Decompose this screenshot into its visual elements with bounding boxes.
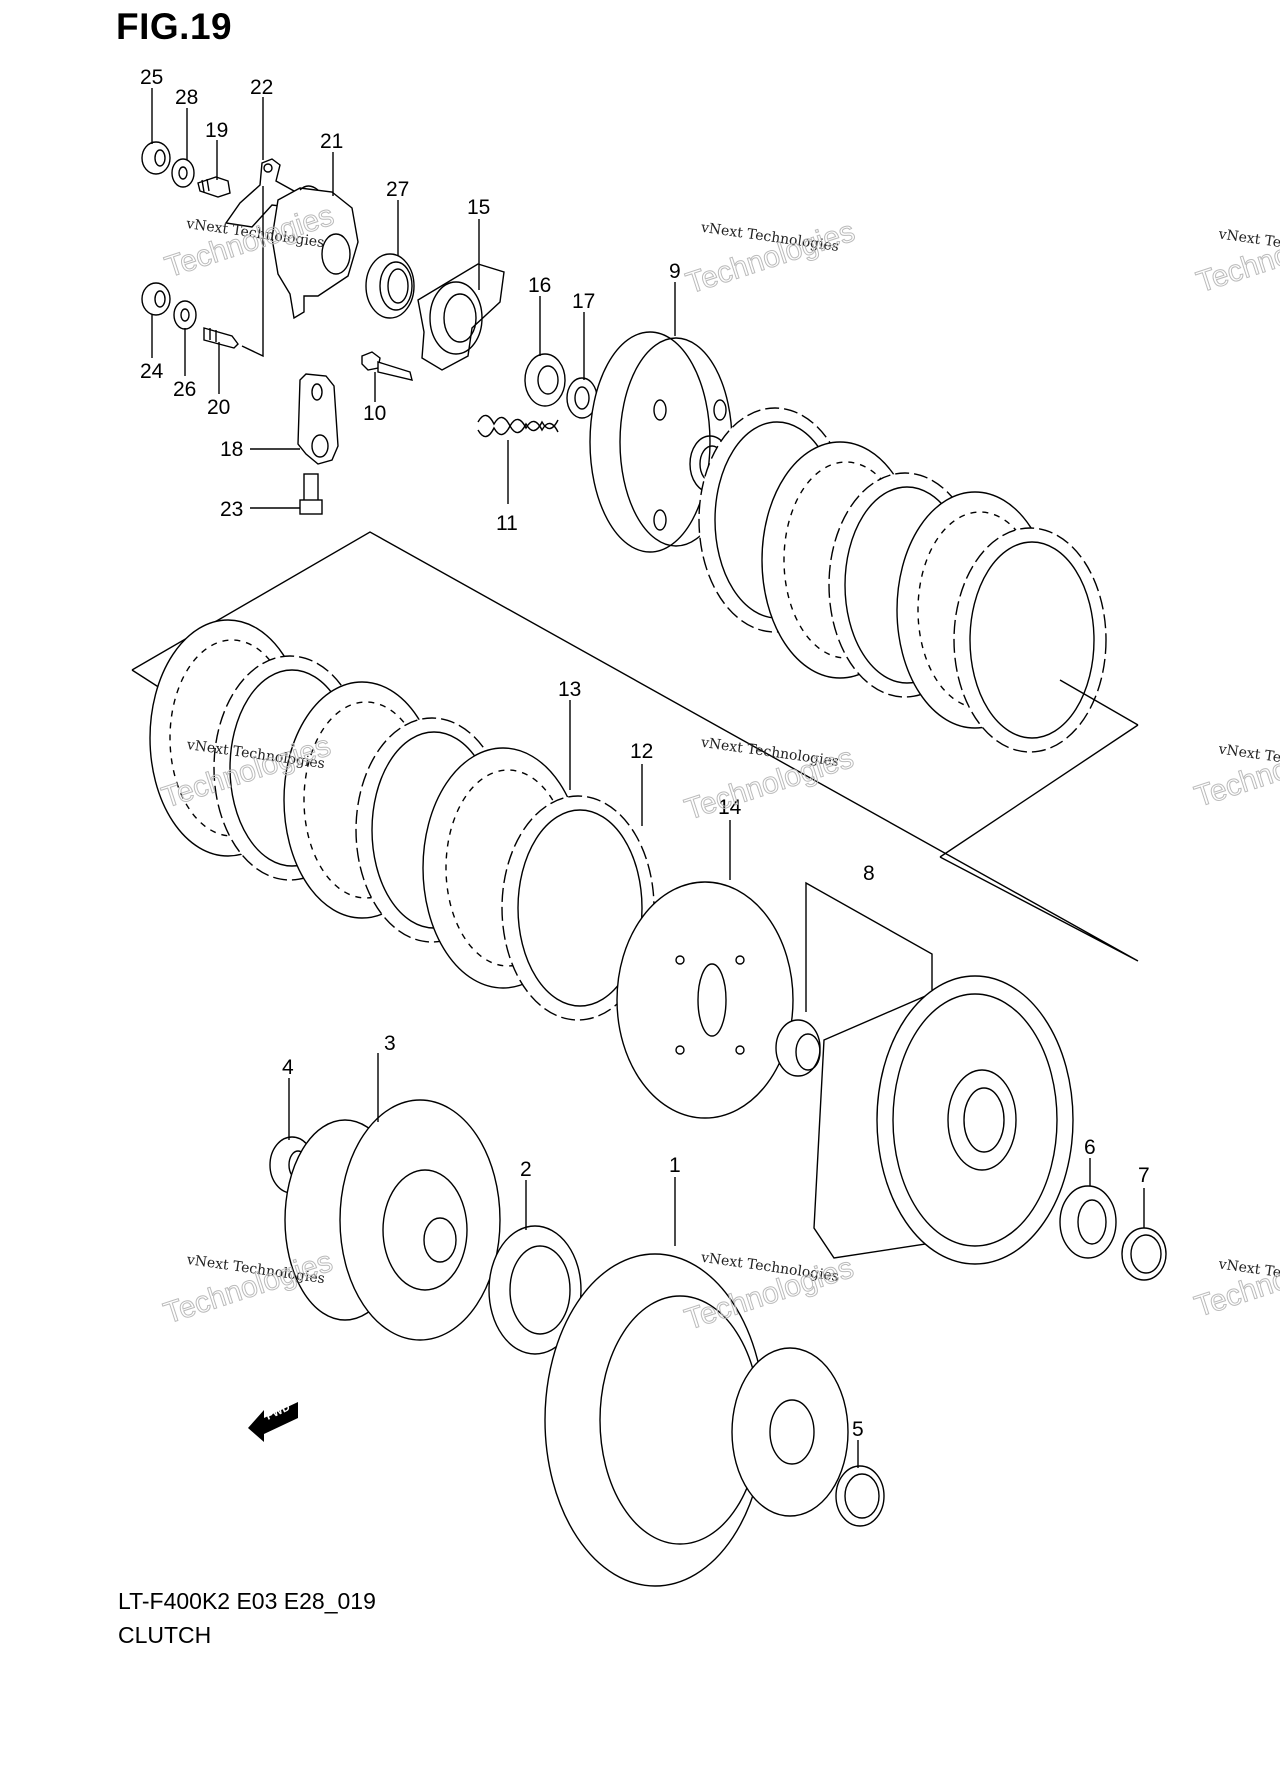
part-23-bolt[interactable]: [299, 473, 323, 515]
callout-21[interactable]: 21: [320, 130, 343, 153]
plate-set-bracket-left: [131, 669, 161, 689]
figure-title: FIG.19: [116, 6, 233, 47]
model-code-caption: LT-F400K2 E03 E28_019: [118, 1588, 376, 1614]
watermark-3-outline: Technologies: [1192, 213, 1280, 300]
callout-12[interactable]: 12: [630, 740, 653, 763]
part-6-thrust-washer[interactable]: [1059, 1185, 1117, 1259]
leader-22: [241, 186, 264, 358]
part-11-spring[interactable]: [477, 414, 559, 438]
part-21-release-housing[interactable]: [271, 185, 359, 320]
watermark-outline-text: Technologies: [1193, 214, 1280, 300]
part-26-washer[interactable]: [173, 300, 197, 330]
callout-16[interactable]: 16: [528, 274, 551, 297]
callout-3[interactable]: 3: [384, 1032, 396, 1055]
watermark-outline-text: Technologies: [1191, 1238, 1280, 1324]
callout-13[interactable]: 13: [558, 678, 581, 701]
plate-stack-upper[interactable]: [698, 407, 1107, 753]
callout-19[interactable]: 19: [205, 119, 228, 142]
callout-23[interactable]: 23: [220, 498, 243, 521]
callout-4[interactable]: 4: [282, 1056, 294, 1079]
callout-18[interactable]: 18: [220, 438, 243, 461]
callout-5[interactable]: 5: [852, 1418, 864, 1441]
part-10-bolt[interactable]: [361, 351, 413, 381]
callout-1[interactable]: 1: [669, 1154, 681, 1177]
callout-20[interactable]: 20: [207, 396, 230, 419]
callout-14[interactable]: 14: [718, 796, 742, 819]
callout-17[interactable]: 17: [572, 290, 595, 313]
part-20-stud[interactable]: [203, 327, 239, 349]
callout-25[interactable]: 25: [140, 66, 163, 89]
callout-2[interactable]: 2: [520, 1158, 532, 1181]
part-2-one-way-clutch[interactable]: [488, 1225, 582, 1355]
callout-9[interactable]: 9: [669, 260, 681, 283]
part-8-clutch-housing[interactable]: [775, 975, 1074, 1265]
part-18-release-lever[interactable]: [297, 373, 339, 465]
watermark-6-outline: Technologies: [1190, 728, 1280, 815]
callout-8[interactable]: 8: [863, 862, 875, 885]
callout-10[interactable]: 10: [363, 402, 386, 425]
plate-set-bracket-bottom: [939, 724, 1139, 858]
callout-24[interactable]: 24: [140, 360, 164, 383]
part-7-bushing[interactable]: [1121, 1227, 1167, 1281]
section-name-caption: CLUTCH: [118, 1622, 212, 1648]
callout-15[interactable]: 15: [467, 196, 490, 219]
part-16-nut[interactable]: [524, 353, 566, 407]
part-25-nut[interactable]: [141, 141, 171, 175]
part-9-pressure-plate[interactable]: [589, 331, 733, 553]
callout-6[interactable]: 6: [1084, 1136, 1096, 1159]
part-24-nut[interactable]: [141, 282, 171, 316]
leader-8: [805, 881, 933, 1012]
callout-labels: 25 28 19 22 21 27 15 16 17 9 24 26 20 10…: [140, 66, 1150, 1441]
part-15-release-hub[interactable]: [417, 263, 505, 371]
callout-28[interactable]: 28: [175, 86, 198, 109]
fwd-arrow-icon: FWD: [248, 1401, 298, 1442]
watermark-9-outline: Technologies: [1190, 1238, 1280, 1325]
part-5-washer[interactable]: [835, 1465, 885, 1527]
part-1-primary-driven-gear[interactable]: [544, 1253, 849, 1587]
callout-27[interactable]: 27: [386, 178, 409, 201]
part-28-washer[interactable]: [171, 158, 195, 188]
part-27-bearing[interactable]: [365, 253, 415, 319]
part-19-bolt[interactable]: [197, 176, 231, 198]
watermark-outline-text: Technologies: [1191, 728, 1280, 814]
part-14-wave-plate[interactable]: [616, 881, 794, 1119]
callout-7[interactable]: 7: [1138, 1164, 1150, 1187]
plate-set-bracket-right: [1059, 679, 1139, 726]
callout-11[interactable]: 11: [496, 512, 518, 535]
leader-lines: [151, 88, 1145, 1468]
plate-set-bracket-top: [131, 531, 1139, 962]
callout-26[interactable]: 26: [173, 378, 196, 401]
part-3-clutch-hub[interactable]: [284, 1099, 501, 1341]
callout-22[interactable]: 22: [250, 76, 273, 99]
